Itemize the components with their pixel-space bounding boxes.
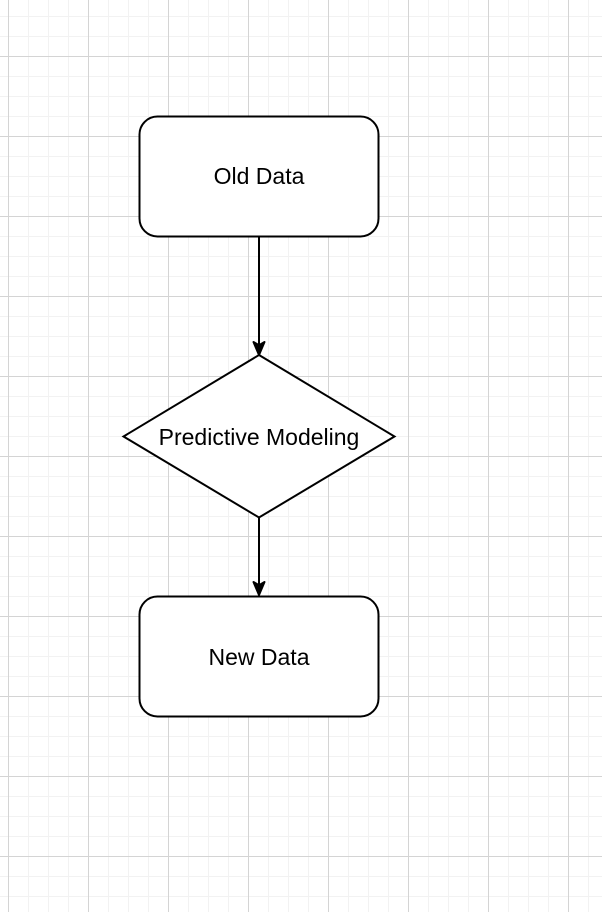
node-new-data-label: New Data <box>209 644 310 670</box>
arrowhead-icon <box>252 581 266 596</box>
node-new-data-shape[interactable] <box>138 595 380 718</box>
arrowhead-icon <box>252 341 266 356</box>
node-old-data[interactable]: Old Data <box>138 115 380 238</box>
node-predictive-modeling-shape[interactable] <box>121 353 397 519</box>
node-old-data-shape[interactable] <box>138 115 380 238</box>
node-predictive-modeling[interactable]: Predictive Modeling <box>121 353 397 519</box>
edge-old-data-to-predictive-modeling[interactable] <box>252 237 266 356</box>
edge-predictive-modeling-to-new-data[interactable] <box>252 518 266 596</box>
node-new-data[interactable]: New Data <box>138 595 380 718</box>
node-predictive-modeling-label: Predictive Modeling <box>159 424 360 450</box>
node-old-data-label: Old Data <box>214 163 305 189</box>
